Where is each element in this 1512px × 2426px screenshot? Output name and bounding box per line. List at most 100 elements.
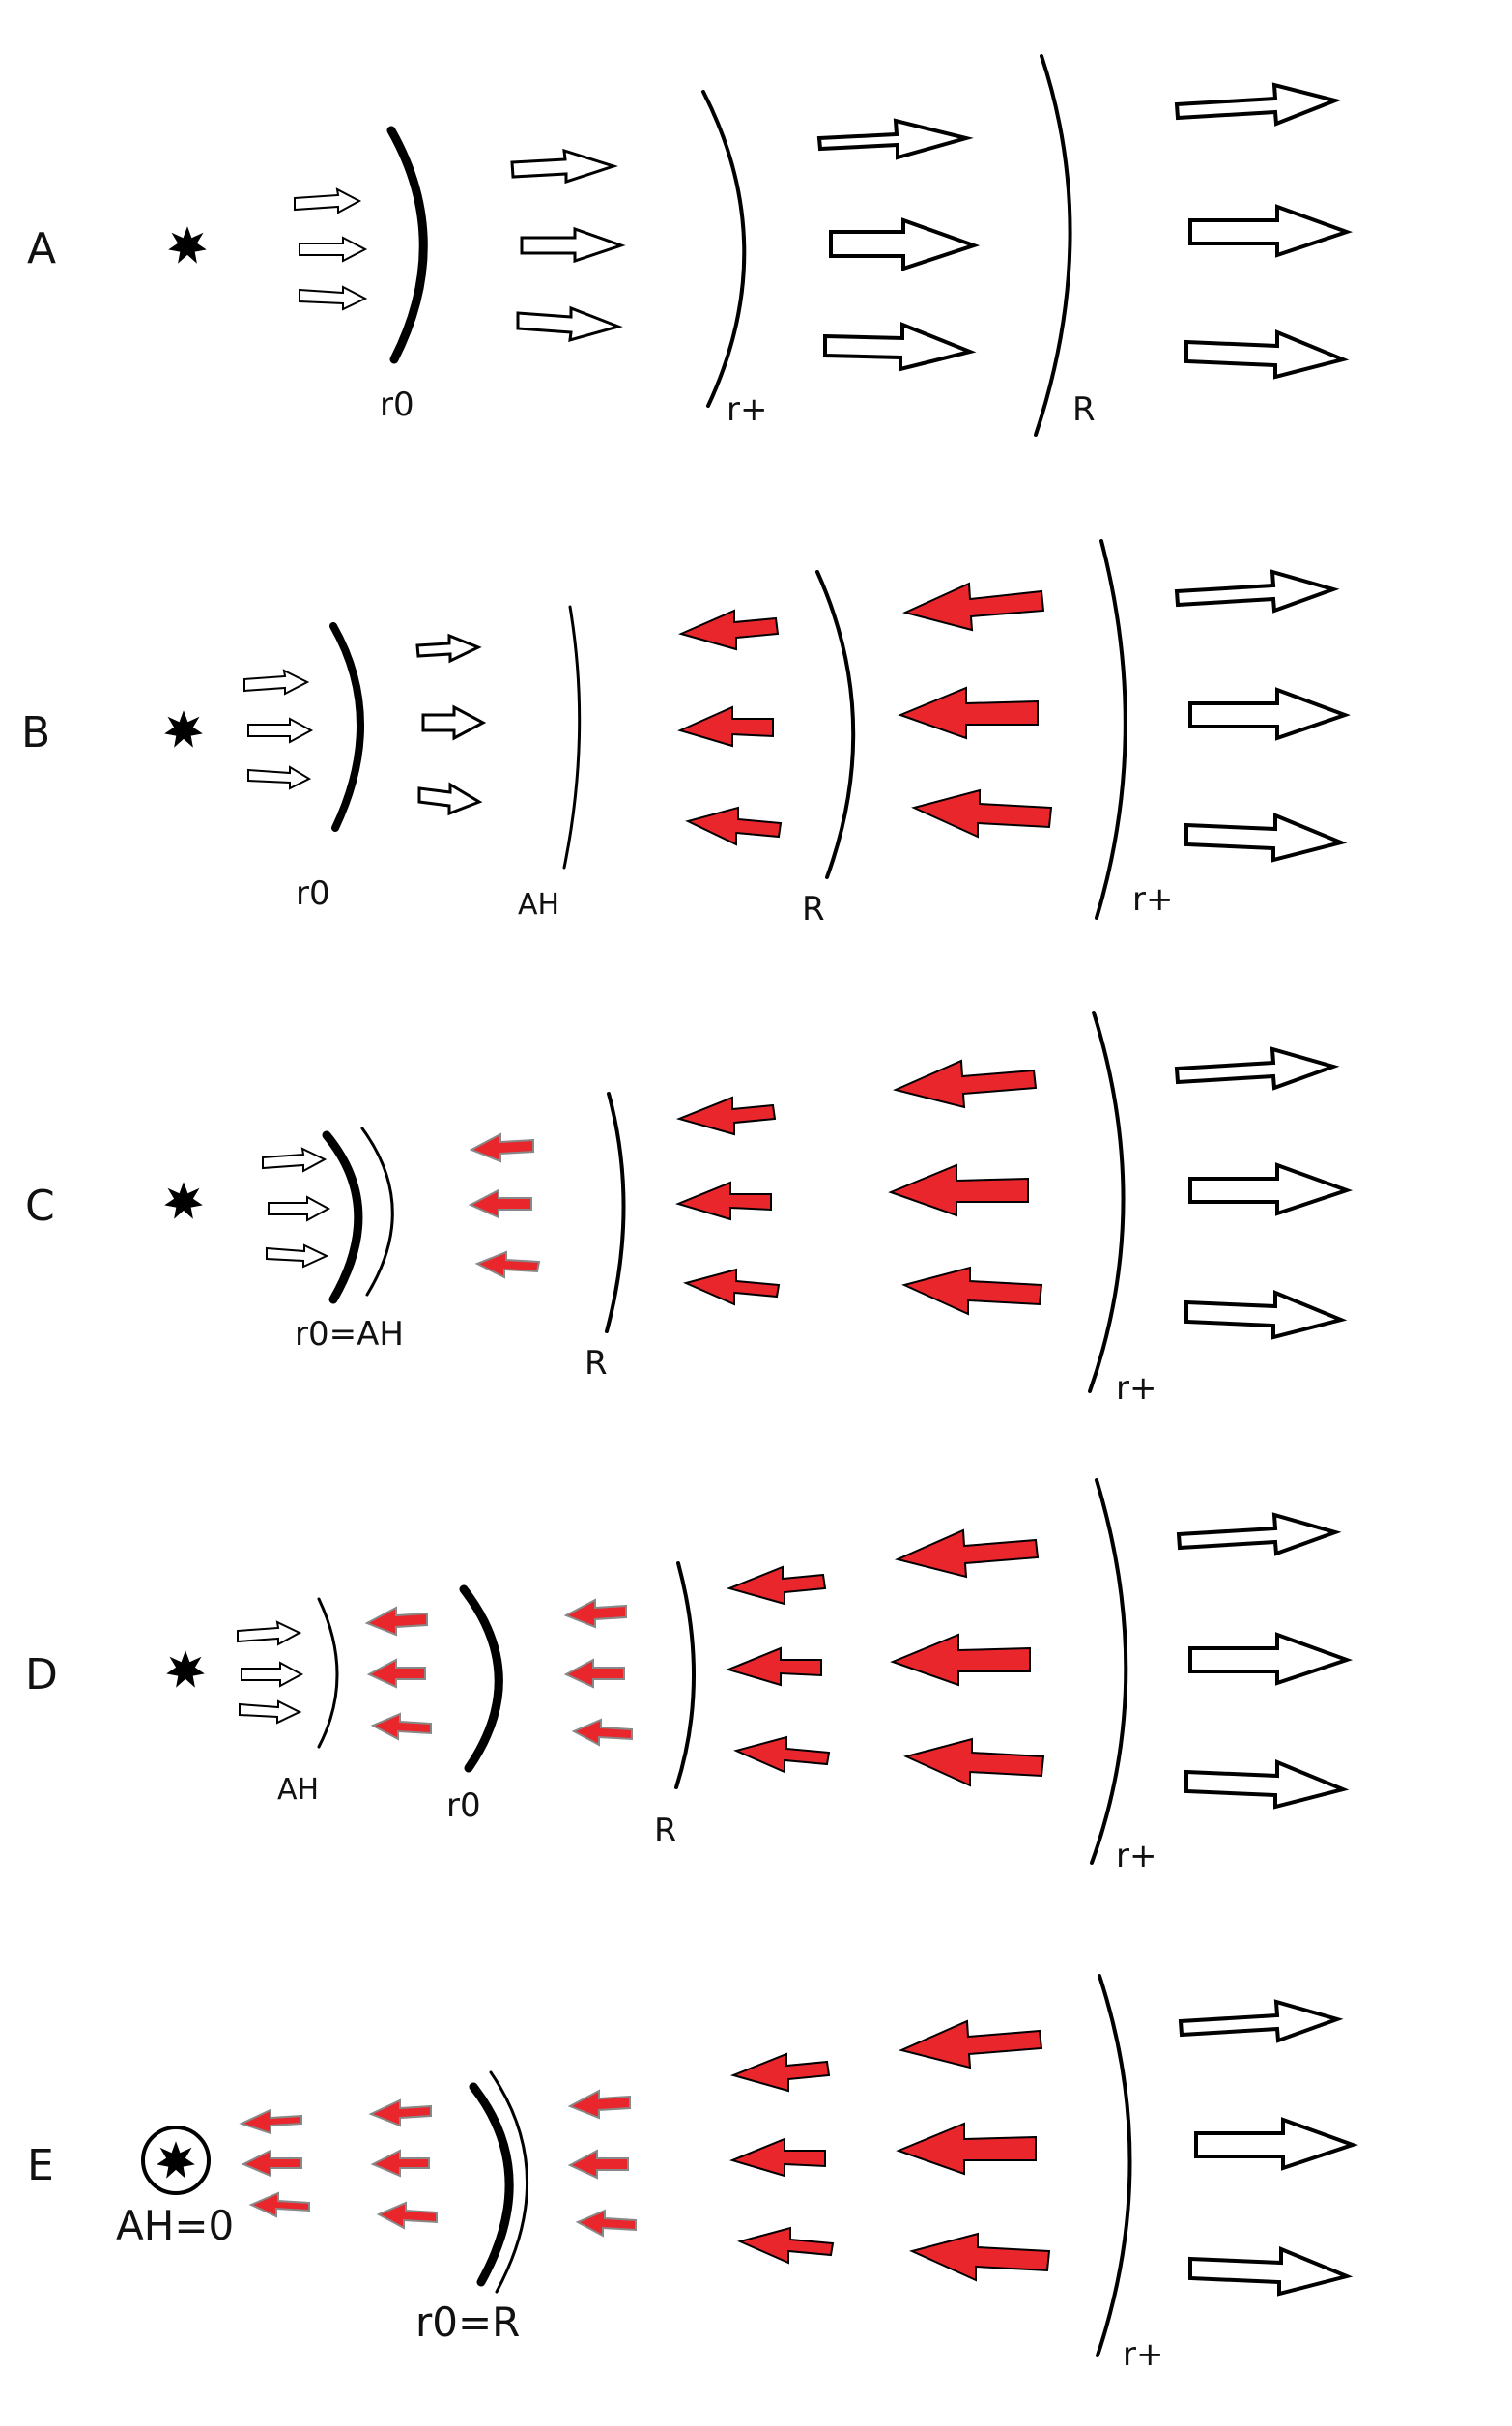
red-left-arrow-icon: [911, 788, 1053, 839]
star-burst-icon: [166, 1650, 205, 1688]
red-left-arrow-icon: [901, 1266, 1043, 1316]
red-left-arrow-icon: [726, 1565, 827, 1606]
r0AH-label: r0=AH: [295, 1315, 404, 1354]
hollow-right-arrow-icon: [1184, 329, 1350, 380]
outward-arrows-group: [243, 569, 1351, 863]
r0-surface: [322, 1130, 363, 1304]
r0R-label: r0=R: [415, 2298, 520, 2346]
r0-surface: [329, 622, 364, 832]
red-left-arrow-icon: [736, 2226, 835, 2265]
rplus-surface: [701, 90, 747, 408]
hollow-right-arrow-icon: [237, 1620, 302, 1646]
red-left-arrow-icon: [241, 2149, 302, 2178]
hollow-right-arrow-icon: [299, 236, 368, 263]
star-burst-icon: [164, 1182, 203, 1219]
rplus-label: r+: [1123, 2335, 1163, 2374]
red-left-arrow-icon: [892, 1059, 1038, 1109]
red-left-arrow-icon: [368, 2098, 432, 2127]
R-surface: [605, 1092, 626, 1333]
red-left-arrow-icon: [675, 1096, 777, 1136]
hollow-right-arrow-icon: [1188, 1162, 1354, 1216]
hollow-right-arrow-icon: [1188, 1632, 1354, 1686]
hollow-right-arrow-icon: [294, 187, 362, 214]
red-left-arrow-icon: [239, 2108, 302, 2135]
red-left-arrow-icon: [370, 1712, 432, 1741]
AH-surface: [360, 1127, 394, 1297]
panel-letter: E: [27, 2141, 54, 2190]
panel-e: E AH=0 r0=R r: [27, 1974, 1359, 2374]
red-left-arrow-icon: [685, 806, 783, 846]
rplus-label: r+: [1116, 1369, 1156, 1408]
rplus-label: r+: [1132, 880, 1173, 919]
red-left-arrow-icon: [563, 1598, 627, 1629]
hollow-right-arrow-icon: [239, 1699, 302, 1725]
hollow-right-arrow-icon: [247, 717, 314, 744]
red-left-arrow-icon: [474, 1250, 541, 1279]
red-left-arrow-icon: [376, 2201, 438, 2230]
red-left-arrow-icon: [725, 1646, 822, 1687]
hollow-right-arrow-icon: [1178, 1999, 1344, 2043]
hollow-right-arrow-icon: [1188, 2246, 1354, 2297]
R-label: R: [1072, 390, 1096, 429]
star-burst-icon: [168, 226, 207, 264]
hollow-right-arrow-icon: [247, 765, 312, 790]
red-left-arrow-icon: [571, 1718, 633, 1747]
red-left-arrow-icon: [729, 2052, 831, 2093]
red-left-arrow-icon: [903, 1737, 1045, 1787]
r0-label: r0: [296, 874, 330, 913]
red-left-arrow-icon: [567, 2089, 631, 2120]
red-left-arrow-icon: [909, 2232, 1051, 2282]
hollow-right-arrow-icon: [510, 148, 618, 185]
horizon-circle: [141, 2126, 211, 2195]
hollow-right-arrow-icon: [243, 669, 310, 696]
R-label: R: [654, 1812, 677, 1850]
star-burst-icon: [164, 710, 203, 748]
rplus-surface: [1090, 1478, 1128, 1865]
hollow-right-arrow-icon: [299, 285, 368, 311]
hollow-right-arrow-icon: [417, 782, 483, 816]
panel-a: A r0 r+ R: [27, 54, 1354, 437]
inward-arrows-group: [364, 1528, 1045, 1787]
red-left-arrow-icon: [902, 582, 1045, 632]
R-label: R: [802, 890, 825, 928]
red-left-arrow-icon: [677, 705, 774, 748]
rplus-label: r+: [727, 390, 767, 429]
red-left-arrow-icon: [732, 1735, 831, 1774]
panel-letter: C: [25, 1182, 55, 1231]
red-left-arrow-icon: [896, 2122, 1037, 2176]
AH-label: AH: [518, 888, 559, 922]
rplus-surface: [1088, 1011, 1126, 1393]
red-left-arrow-icon: [682, 1268, 781, 1306]
hollow-right-arrow-icon: [823, 322, 977, 372]
AH-label: AH: [277, 1773, 319, 1807]
rplus-label: r+: [1116, 1837, 1156, 1875]
hollow-right-arrow-icon: [262, 1147, 328, 1173]
hollow-right-arrow-icon: [1174, 1046, 1340, 1091]
R-surface: [489, 2070, 528, 2294]
rplus-surface: [1096, 1974, 1132, 2357]
panel-c: C r0=AH R r+: [25, 1011, 1354, 1408]
R-surface: [1034, 54, 1072, 437]
R-surface: [674, 1561, 696, 1789]
red-left-arrow-icon: [567, 2149, 629, 2180]
R-surface: [815, 570, 856, 879]
outward-arrows-group: [237, 1512, 1354, 1810]
hollow-right-arrow-icon: [1194, 2117, 1359, 2171]
hollow-right-arrow-icon: [415, 633, 482, 664]
red-left-arrow-icon: [248, 2191, 310, 2218]
hollow-right-arrow-icon: [1174, 569, 1340, 614]
red-left-arrow-icon: [364, 1606, 428, 1637]
red-left-arrow-icon: [468, 1188, 532, 1219]
outward-arrows-group: [262, 1046, 1354, 1340]
red-left-arrow-icon: [366, 1658, 426, 1689]
inward-arrows-group: [468, 1059, 1043, 1316]
red-left-arrow-icon: [370, 2149, 430, 2178]
panel-d: D AH r0 R: [25, 1478, 1354, 1875]
rplus-surface: [1095, 539, 1127, 920]
red-left-arrow-icon: [674, 1181, 772, 1221]
inward-arrows-group: [239, 2019, 1051, 2282]
AH-surface: [562, 605, 582, 870]
panel-letter: B: [21, 708, 50, 757]
R-label: R: [585, 1344, 608, 1383]
